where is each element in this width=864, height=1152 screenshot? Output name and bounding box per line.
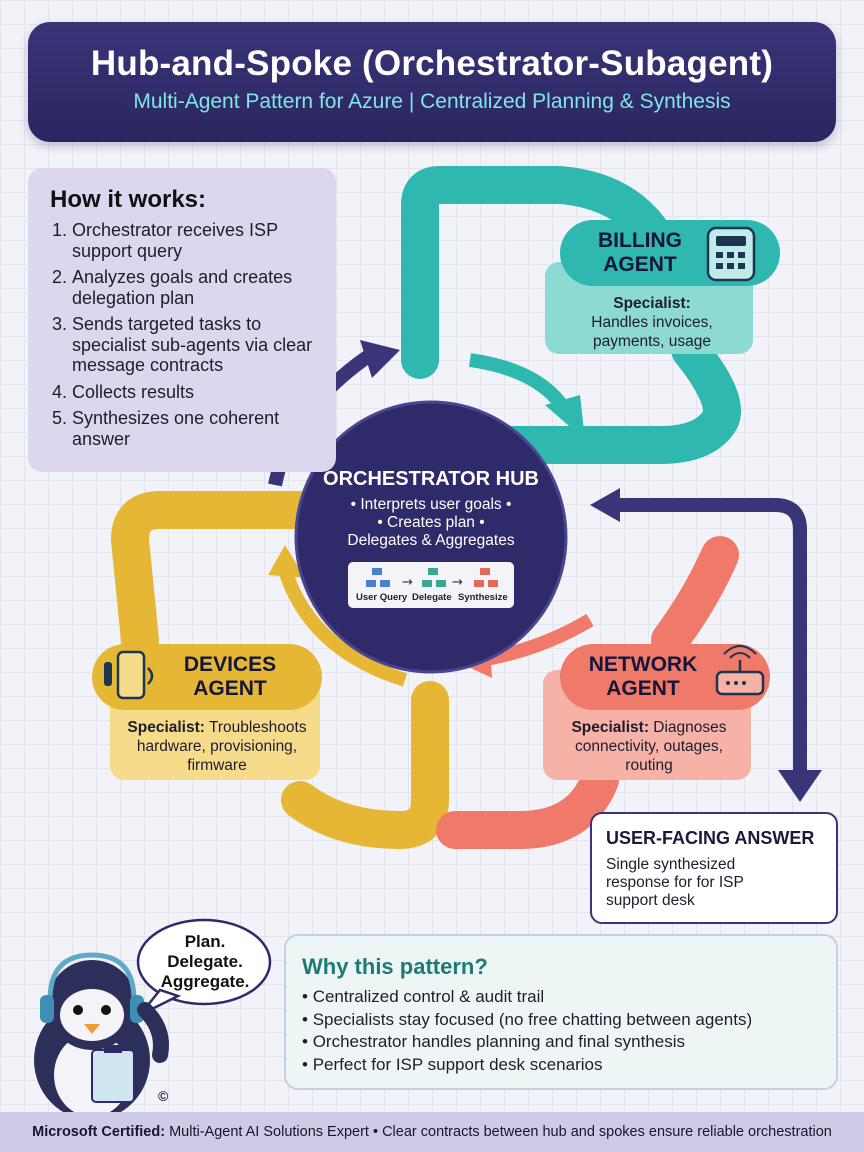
bubble-line: Delegate. <box>167 952 243 971</box>
smartphone-icon <box>104 650 154 700</box>
why-this-pattern-card: Why this pattern? Centralized control & … <box>284 934 838 1090</box>
page-subtitle: Multi-Agent Pattern for Azure | Centrali… <box>133 90 731 113</box>
flow-label-user-query: User Query <box>356 592 408 603</box>
router-icon <box>715 645 765 696</box>
hub-text: ORCHESTRATOR HUB • Interprets user goals… <box>316 468 546 550</box>
devices-title-line1: DEVICES <box>183 653 277 676</box>
devices-arrowhead <box>268 545 305 578</box>
copyright-mark: © <box>158 1088 169 1104</box>
billing-title-line1: BILLING <box>598 229 682 252</box>
billing-specialist-label: Specialist: <box>613 295 691 312</box>
devices-agent-description: Specialist: Troubleshoots hardware, prov… <box>118 718 316 775</box>
hub-return-arrowhead <box>590 488 620 522</box>
speech-bubble-text: Plan. Delegate. Aggregate. <box>150 932 260 992</box>
network-spoke-arrow <box>651 536 739 659</box>
flow-label-delegate: Delegate <box>412 592 452 603</box>
hub-title: ORCHESTRATOR HUB <box>323 468 539 490</box>
penguin-mascot-icon <box>34 952 169 1120</box>
hub-flow-icons: → → <box>366 568 498 590</box>
answer-arrow <box>615 498 807 775</box>
billing-return-arrow <box>451 331 741 464</box>
why-heading: Why this pattern? <box>302 954 488 979</box>
devices-agent-title: DEVICES AGENT <box>150 653 310 701</box>
network-description-text: Diagnoses connectivity, outages, routing <box>575 719 727 774</box>
footer-certification: Microsoft Certified: <box>32 1124 166 1140</box>
how-it-works-steps: Orchestrator receives ISP support query … <box>72 220 330 455</box>
footer-bar: Microsoft Certified: Multi-Agent AI Solu… <box>0 1112 864 1152</box>
how-it-works-heading: How it works: <box>50 186 207 213</box>
bubble-line: Plan. <box>184 932 226 951</box>
devices-spoke-arrow <box>110 491 349 659</box>
network-return-arrow <box>436 761 619 849</box>
step-item: Orchestrator receives ISP support query <box>72 220 330 261</box>
network-specialist-label: Specialist: <box>571 719 649 736</box>
footer-text: Multi-Agent AI Solutions Expert • Clear … <box>165 1124 832 1140</box>
step-item: Sends targeted tasks to specialist sub-a… <box>72 314 330 376</box>
header-banner: Hub-and-Spoke (Orchestrator-Subagent) Mu… <box>28 22 836 142</box>
billing-agent-title: BILLING AGENT <box>560 229 720 277</box>
step-item: Analyzes goals and creates delegation pl… <box>72 267 330 308</box>
billing-agent-description: Specialist: Handles invoices, payments, … <box>572 294 732 351</box>
hub-feedback-arrowhead <box>360 340 400 378</box>
network-agent-title: NETWORK AGENT <box>578 653 708 701</box>
hub-line: • Interprets user goals • <box>350 496 512 513</box>
flow-label-synthesize: Synthesize <box>458 592 508 603</box>
answer-title: USER-FACING ANSWER <box>606 828 815 848</box>
network-title-line1: NETWORK <box>588 653 698 676</box>
devices-return-arrow <box>281 681 449 850</box>
network-agent-header <box>560 644 770 710</box>
hub-line: • Creates plan • <box>377 514 485 531</box>
billing-arrowhead <box>545 395 585 440</box>
devices-description-text: Troubleshoots hardware, provisioning, fi… <box>136 719 307 774</box>
devices-title-line2: AGENT <box>193 677 267 700</box>
calculator-icon <box>706 226 756 282</box>
network-title-line2: AGENT <box>606 677 680 700</box>
svg-text:→: → <box>402 575 413 590</box>
billing-title-line2: AGENT <box>603 253 677 276</box>
how-it-works-panel: How it works: Orchestrator receives ISP … <box>28 168 336 472</box>
hub-line: Delegates & Aggregates <box>347 532 515 549</box>
devices-agent-header <box>92 644 322 710</box>
page-title: Hub-and-Spoke (Orchestrator-Subagent) <box>90 44 774 83</box>
why-point: Orchestrator handles planning and final … <box>302 1031 752 1054</box>
step-item: Synthesizes one coherent answer <box>72 408 330 449</box>
why-point: Specialists stay focused (no free chatti… <box>302 1009 752 1032</box>
billing-inbound-arrow <box>468 353 571 414</box>
user-facing-answer-card: USER-FACING ANSWER Single synthesized re… <box>590 812 838 924</box>
network-agent-description: Specialist: Diagnoses connectivity, outa… <box>556 718 742 775</box>
devices-inbound-arrow <box>278 567 408 687</box>
svg-text:→: → <box>452 575 463 590</box>
billing-description-text: Handles invoices, payments, usage <box>591 314 713 350</box>
step-item: Collects results <box>72 382 330 403</box>
answer-description: Single synthesized response for for ISP … <box>606 856 744 909</box>
billing-spoke-arrow <box>401 166 669 379</box>
speech-bubble <box>136 918 272 1017</box>
why-point: Perfect for ISP support desk scenarios <box>302 1054 752 1077</box>
devices-specialist-label: Specialist: <box>127 719 205 736</box>
answer-arrowhead <box>778 770 822 802</box>
bubble-line: Aggregate. <box>160 972 250 991</box>
why-point: Centralized control & audit trail <box>302 986 752 1009</box>
why-points: Centralized control & audit trail Specia… <box>302 986 752 1076</box>
